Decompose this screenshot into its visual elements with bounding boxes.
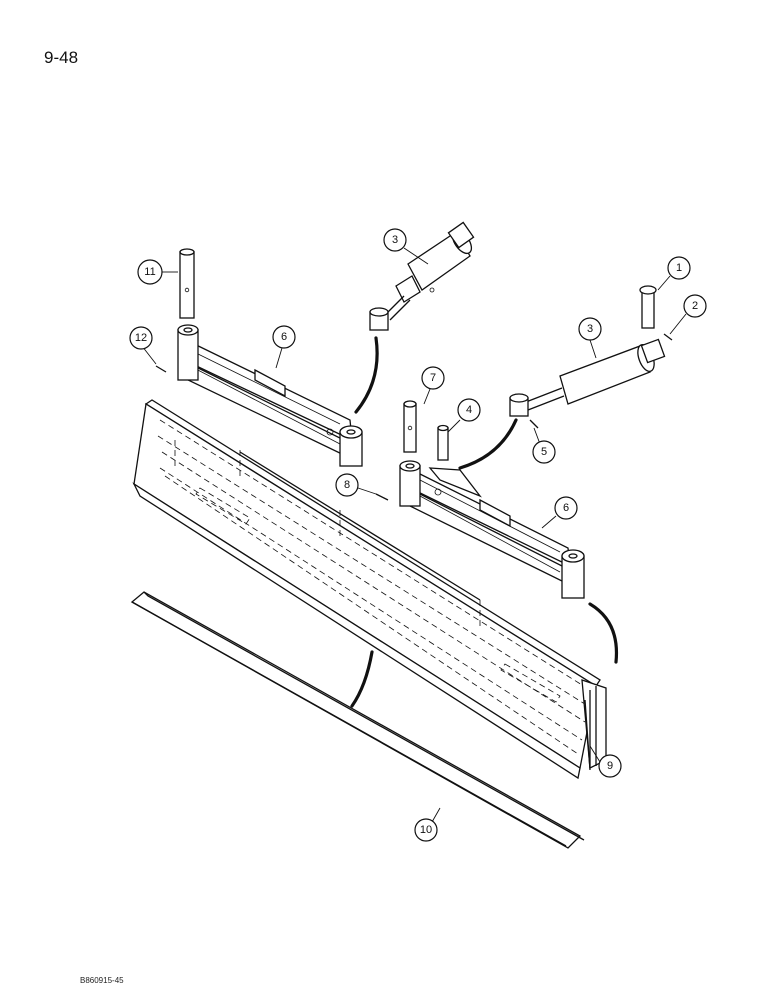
svg-text:10: 10 — [420, 824, 432, 836]
svg-text:8: 8 — [344, 479, 350, 491]
pin-1 — [639, 285, 657, 329]
callout-6-left: 6 — [272, 325, 296, 349]
callout-6-right: 6 — [554, 496, 578, 520]
callout-8: 8 — [335, 473, 359, 497]
svg-text:7: 7 — [430, 372, 436, 384]
callout-3-right: 3 — [578, 317, 602, 341]
svg-text:9: 9 — [607, 760, 613, 772]
pin-4 — [437, 424, 449, 461]
svg-text:3: 3 — [392, 234, 398, 246]
svg-text:3: 3 — [587, 323, 593, 335]
cotter-pins — [155, 333, 673, 501]
pin-7 — [403, 400, 417, 453]
callout-9: 9 — [598, 754, 622, 778]
callout-3-left: 3 — [383, 228, 407, 252]
callout-7: 7 — [421, 366, 445, 390]
svg-text:11: 11 — [144, 266, 155, 278]
svg-text:6: 6 — [563, 502, 569, 514]
cutting-edge — [130, 591, 585, 849]
hydraulic-cylinder-left — [369, 221, 475, 331]
callout-12: 12 — [129, 326, 153, 350]
push-arm-right — [399, 460, 585, 599]
figure-code: B860915-45 — [80, 976, 124, 985]
svg-text:5: 5 — [541, 446, 547, 458]
hydraulic-cylinder-right — [509, 338, 666, 417]
svg-text:4: 4 — [466, 404, 472, 416]
callout-2: 2 — [683, 294, 707, 318]
pin-11 — [179, 248, 195, 319]
callout-5: 5 — [532, 440, 556, 464]
push-arm-left — [177, 324, 363, 467]
svg-text:12: 12 — [135, 332, 147, 344]
callout-10: 10 — [414, 818, 438, 842]
hoses — [350, 336, 619, 708]
svg-text:2: 2 — [692, 300, 698, 312]
blade-moldboard — [132, 399, 607, 780]
callout-11: 11 — [137, 259, 163, 285]
callout-4: 4 — [457, 398, 481, 422]
callout-1: 1 — [667, 256, 691, 280]
page-number: 9-48 — [44, 48, 79, 67]
svg-text:6: 6 — [281, 331, 287, 343]
svg-text:1: 1 — [676, 262, 682, 274]
